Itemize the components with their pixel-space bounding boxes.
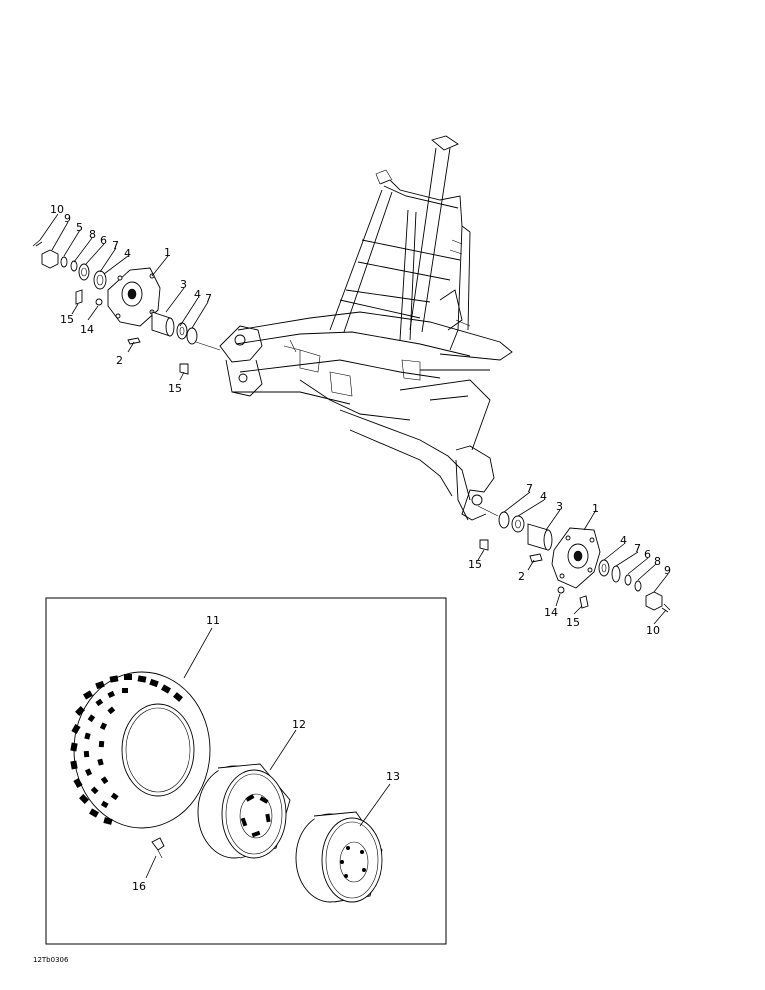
- bolt-right: [529, 553, 543, 563]
- drawing-code: 12Tb0306: [33, 956, 69, 964]
- grease-cap-right-1: [579, 595, 589, 609]
- cotter-pin-right: [661, 603, 671, 613]
- washer-left: [60, 256, 68, 268]
- grease-cap-left-1: [75, 289, 83, 305]
- seal-left: [78, 263, 90, 281]
- callout-14-right: 14: [544, 606, 558, 619]
- castle-nut-right: [645, 591, 663, 611]
- right-hub-assembly: [477, 505, 671, 613]
- rim-13: [295, 811, 383, 903]
- callout-15-right: 15: [566, 616, 580, 629]
- grease-cap-left-2: [179, 363, 189, 375]
- rim-12: [197, 763, 291, 859]
- callout-4b-left: 4: [194, 288, 201, 301]
- cotter-pin-left: [32, 239, 43, 247]
- bearing-outer-left: [93, 270, 107, 290]
- tire: [70, 671, 211, 829]
- ring-left: [70, 260, 78, 272]
- callout-3-left: 3: [180, 278, 187, 291]
- atv-frame: [219, 135, 513, 521]
- callout-4-right: 4: [540, 490, 547, 503]
- callout-12: 12: [292, 718, 306, 731]
- callout-16: 16: [132, 880, 146, 893]
- inset-border: [45, 597, 447, 945]
- callout-7b-right: 7: [634, 542, 641, 555]
- callout-4b-right: 4: [620, 534, 627, 547]
- grease-cap-right-2: [479, 539, 489, 551]
- callout-1-left: 1: [164, 246, 171, 259]
- callout-15b-left: 15: [168, 382, 182, 395]
- callout-15b-right: 15: [468, 558, 482, 571]
- valve-stem: [151, 837, 165, 851]
- callout-13: 13: [386, 770, 400, 783]
- callout-1-right: 1: [592, 502, 599, 515]
- callout-4-left: 4: [124, 247, 131, 260]
- castle-nut-left: [41, 249, 59, 269]
- callout-7-right: 7: [526, 482, 533, 495]
- callout-3-right: 3: [556, 500, 563, 513]
- callout-14-left: 14: [80, 323, 94, 336]
- callout-11: 11: [206, 614, 220, 627]
- callout-9-right: 9: [664, 564, 671, 577]
- callout-10-left: 10: [50, 203, 64, 216]
- callout-15-left: 15: [60, 313, 74, 326]
- callout-5-left: 5: [76, 221, 83, 234]
- callout-labels: 10 9 5 8 6 7 4 1 3 4 7 15 14 2 15 7 4 3 …: [50, 203, 671, 637]
- callout-8-left: 8: [89, 228, 96, 241]
- wheel-inset: 11 12 13 16: [45, 597, 447, 945]
- callout-7-left: 7: [112, 239, 119, 252]
- callout-6-left: 6: [100, 234, 107, 247]
- callout-2-left: 2: [116, 354, 123, 367]
- callout-2-right: 2: [518, 570, 525, 583]
- bolt-left: [127, 337, 141, 345]
- left-hub-assembly: [32, 239, 221, 375]
- callout-7b-left: 7: [205, 292, 212, 305]
- nut-14-left: [95, 298, 103, 306]
- nut-14-right: [557, 586, 565, 594]
- callout-6-right: 6: [644, 548, 651, 561]
- callout-10-right: 10: [646, 624, 660, 637]
- leader-lines: [39, 213, 669, 625]
- callout-9-left: 9: [64, 212, 71, 225]
- callout-8-right: 8: [654, 555, 661, 568]
